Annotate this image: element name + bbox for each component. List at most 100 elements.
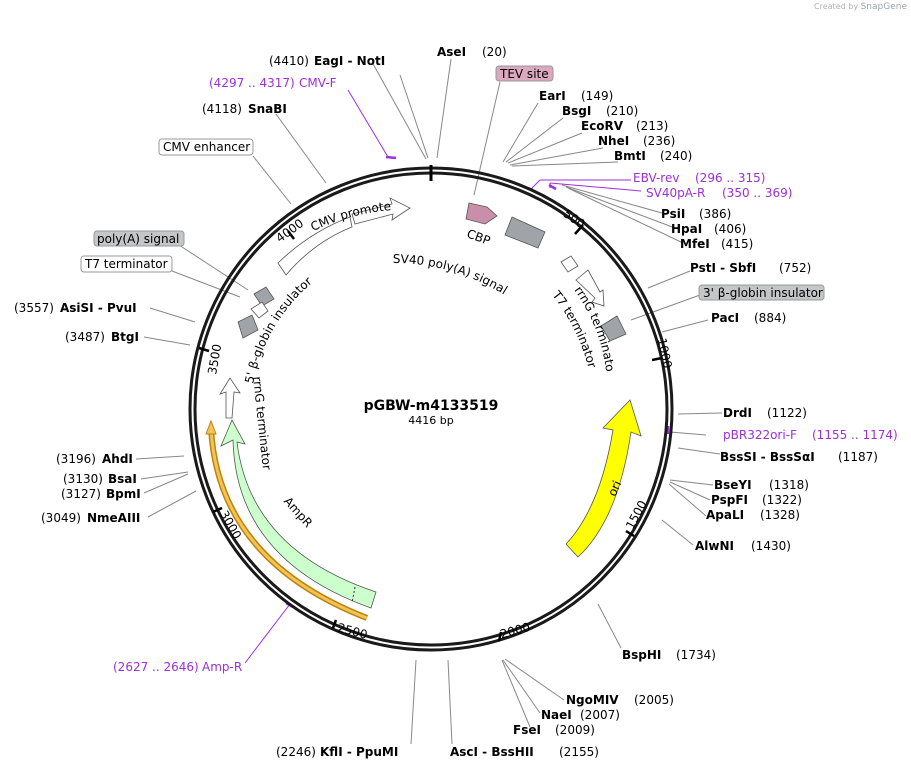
enzyme-nmeaiii: NmeAIII bbox=[87, 511, 140, 525]
enzyme-fsei: FseI bbox=[513, 723, 541, 737]
credit-prefix: Created by bbox=[814, 2, 859, 11]
enzyme-naei-pos: (2007) bbox=[580, 708, 620, 722]
enzyme-bsai: BsaI bbox=[108, 472, 137, 486]
amp-arc-head bbox=[205, 419, 217, 435]
enzyme-bmti-pos: (240) bbox=[660, 149, 692, 163]
enzyme-ecorv: EcoRV bbox=[581, 119, 624, 133]
primer-lines bbox=[244, 89, 642, 664]
tick-label-2500: 2500 bbox=[336, 621, 369, 642]
enzyme-eari-pos: (149) bbox=[581, 89, 613, 103]
enzyme-btgi-pos: (3487) bbox=[65, 330, 105, 344]
enzyme-apali: ApaLI bbox=[706, 508, 744, 522]
enzyme-alwni: AlwNI bbox=[695, 539, 734, 553]
sv40-polya-label: SV40 poly(A) signal bbox=[393, 252, 510, 297]
enzyme-paci-pos: (884) bbox=[754, 311, 786, 325]
primer-ebv-rev-range: (296 .. 315) bbox=[695, 171, 765, 185]
enzyme-ngomiv: NgoMIV bbox=[566, 693, 619, 707]
enzyme-nhei: NheI bbox=[598, 134, 629, 148]
enzyme-fsei-pos: (2009) bbox=[555, 723, 595, 737]
enzyme-asei-pos: (20) bbox=[482, 45, 507, 59]
primer-amp-r: Amp-R bbox=[202, 660, 242, 674]
enzyme-bsgi-pos: (210) bbox=[606, 104, 638, 118]
enzyme-psti-sbfi: PstI - SbfI bbox=[690, 261, 756, 275]
enzyme-snabi: SnaBI bbox=[248, 102, 287, 116]
enzyme-bsai-pos: (3130) bbox=[63, 472, 103, 486]
enzyme-bsssi: BssSI - BssSαI bbox=[720, 450, 815, 464]
enzyme-ahdi-pos: (3196) bbox=[56, 452, 96, 466]
enzyme-asci-bsshii-pos: (2155) bbox=[559, 745, 599, 759]
tick-label-2000: 2000 bbox=[499, 620, 532, 641]
enzyme-ngomiv-pos: (2005) bbox=[634, 693, 674, 707]
ampr-feature bbox=[220, 419, 377, 609]
plasmid-length: 4416 bp bbox=[408, 414, 453, 427]
enzyme-snabi-pos: (4118) bbox=[202, 102, 242, 116]
rrng-term-label-2: rrnG terminator bbox=[250, 376, 274, 471]
primer-labels: EBV-rev (296 .. 315) SV40pA-R (350 .. 36… bbox=[113, 76, 898, 674]
primer-sv40pa-r-range: (350 .. 369) bbox=[722, 186, 792, 200]
callout-cmv-enhancer-text: CMV enhancer bbox=[163, 140, 250, 154]
rrng-term-arrow-2 bbox=[219, 377, 241, 419]
t7-term-arrow-2 bbox=[250, 301, 269, 319]
ori-feature bbox=[565, 399, 642, 558]
tick-label-1000: 1000 bbox=[655, 337, 675, 370]
enzyme-bsphi: BspHI bbox=[622, 648, 661, 662]
enzyme-bseyi-pos: (1318) bbox=[769, 478, 809, 492]
callout-tev-text: TEV site bbox=[499, 67, 549, 81]
cmv-enhancer-feature bbox=[277, 216, 353, 276]
enzyme-eagi-noti-pos: (4410) bbox=[269, 54, 309, 68]
beta3-insulator-feature bbox=[600, 315, 627, 342]
enzyme-mfei: MfeI bbox=[680, 237, 710, 251]
callout-polya: poly(A) signal bbox=[93, 230, 185, 247]
callout-cmv-enhancer: CMV enhancer bbox=[158, 138, 254, 156]
primer-sv40pa-r: SV40pA-R bbox=[646, 186, 705, 200]
enzyme-drdi-pos: (1122) bbox=[767, 406, 807, 420]
cmv-promoter-label: CMV promoter bbox=[0, 0, 392, 234]
enzyme-bsgi: BsgI bbox=[562, 104, 591, 118]
enzyme-psii-pos: (386) bbox=[699, 207, 731, 221]
enzyme-kfli-ppumi-pos: (2246) bbox=[276, 745, 316, 759]
cbp-feature bbox=[465, 202, 498, 225]
primer-ebv-rev: EBV-rev bbox=[633, 171, 679, 185]
enzyme-hpai-pos: (406) bbox=[714, 222, 746, 236]
callout-polya-text: poly(A) signal bbox=[97, 232, 179, 246]
snapgene-credit: Created by SnapGene bbox=[814, 2, 907, 12]
enzyme-nhei-pos: (236) bbox=[643, 134, 675, 148]
enzyme-paci: PacI bbox=[711, 311, 739, 325]
enzyme-mfei-pos: (415) bbox=[721, 237, 753, 251]
enzyme-ecorv-pos: (213) bbox=[636, 119, 668, 133]
ampr-dash bbox=[351, 586, 356, 604]
amp-arc bbox=[209, 427, 368, 620]
enzyme-hpai: HpaI bbox=[671, 222, 702, 236]
cmv-promoter-feature bbox=[351, 197, 411, 225]
rrng-term-arrow-1 bbox=[560, 255, 579, 273]
enzyme-kfli-ppumi: KflI - PpuMI bbox=[320, 745, 398, 759]
enzyme-bsphi-pos: (1734) bbox=[676, 648, 716, 662]
ori-label: ori bbox=[605, 478, 624, 498]
enzyme-asisi-pvui-pos: (3557) bbox=[14, 301, 54, 315]
cbp-label: CBP bbox=[465, 227, 492, 248]
enzyme-bpmi-pos: (3127) bbox=[61, 487, 101, 501]
primer-pbr322ori-f-range: (1155 .. 1174) bbox=[812, 428, 898, 442]
enzyme-nmeaiii-pos: (3049) bbox=[41, 511, 81, 525]
enzyme-pspfi: PspFI bbox=[711, 493, 748, 507]
ticks bbox=[198, 224, 663, 642]
enzyme-bmti: BmtI bbox=[614, 149, 646, 163]
primer-amp-r-range: (2627 .. 2646) bbox=[113, 660, 199, 674]
credit-brand: SnapGene bbox=[860, 2, 907, 12]
callout-t7: T7 terminator bbox=[80, 255, 173, 273]
enzyme-labels: AseI (20) EarI (149) BsgI (210) EcoRV (2… bbox=[14, 45, 878, 759]
callout-t7-text: T7 terminator bbox=[84, 257, 168, 271]
callout-beta3: 3' β-globin insulator bbox=[698, 284, 825, 301]
primer-pbr322ori-f: pBR322ori-F bbox=[723, 428, 797, 442]
enzyme-alwni-pos: (1430) bbox=[751, 539, 791, 553]
ampr-label: AmpR bbox=[281, 494, 315, 530]
enzyme-eagi-noti: EagI - NotI bbox=[314, 54, 385, 68]
callout-beta3-text: 3' β-globin insulator bbox=[703, 286, 823, 300]
enzyme-bseyi: BseYI bbox=[714, 478, 752, 492]
enzyme-psti-sbfi-pos: (752) bbox=[779, 261, 811, 275]
plasmid-name: pGBW-m4133519 bbox=[364, 398, 499, 414]
leader-lines bbox=[135, 58, 723, 745]
enzyme-drdi: DrdI bbox=[723, 406, 752, 420]
enzyme-asci-bsshii: AscI - BssHII bbox=[450, 745, 534, 759]
enzyme-bpmi: BpmI bbox=[106, 487, 141, 501]
